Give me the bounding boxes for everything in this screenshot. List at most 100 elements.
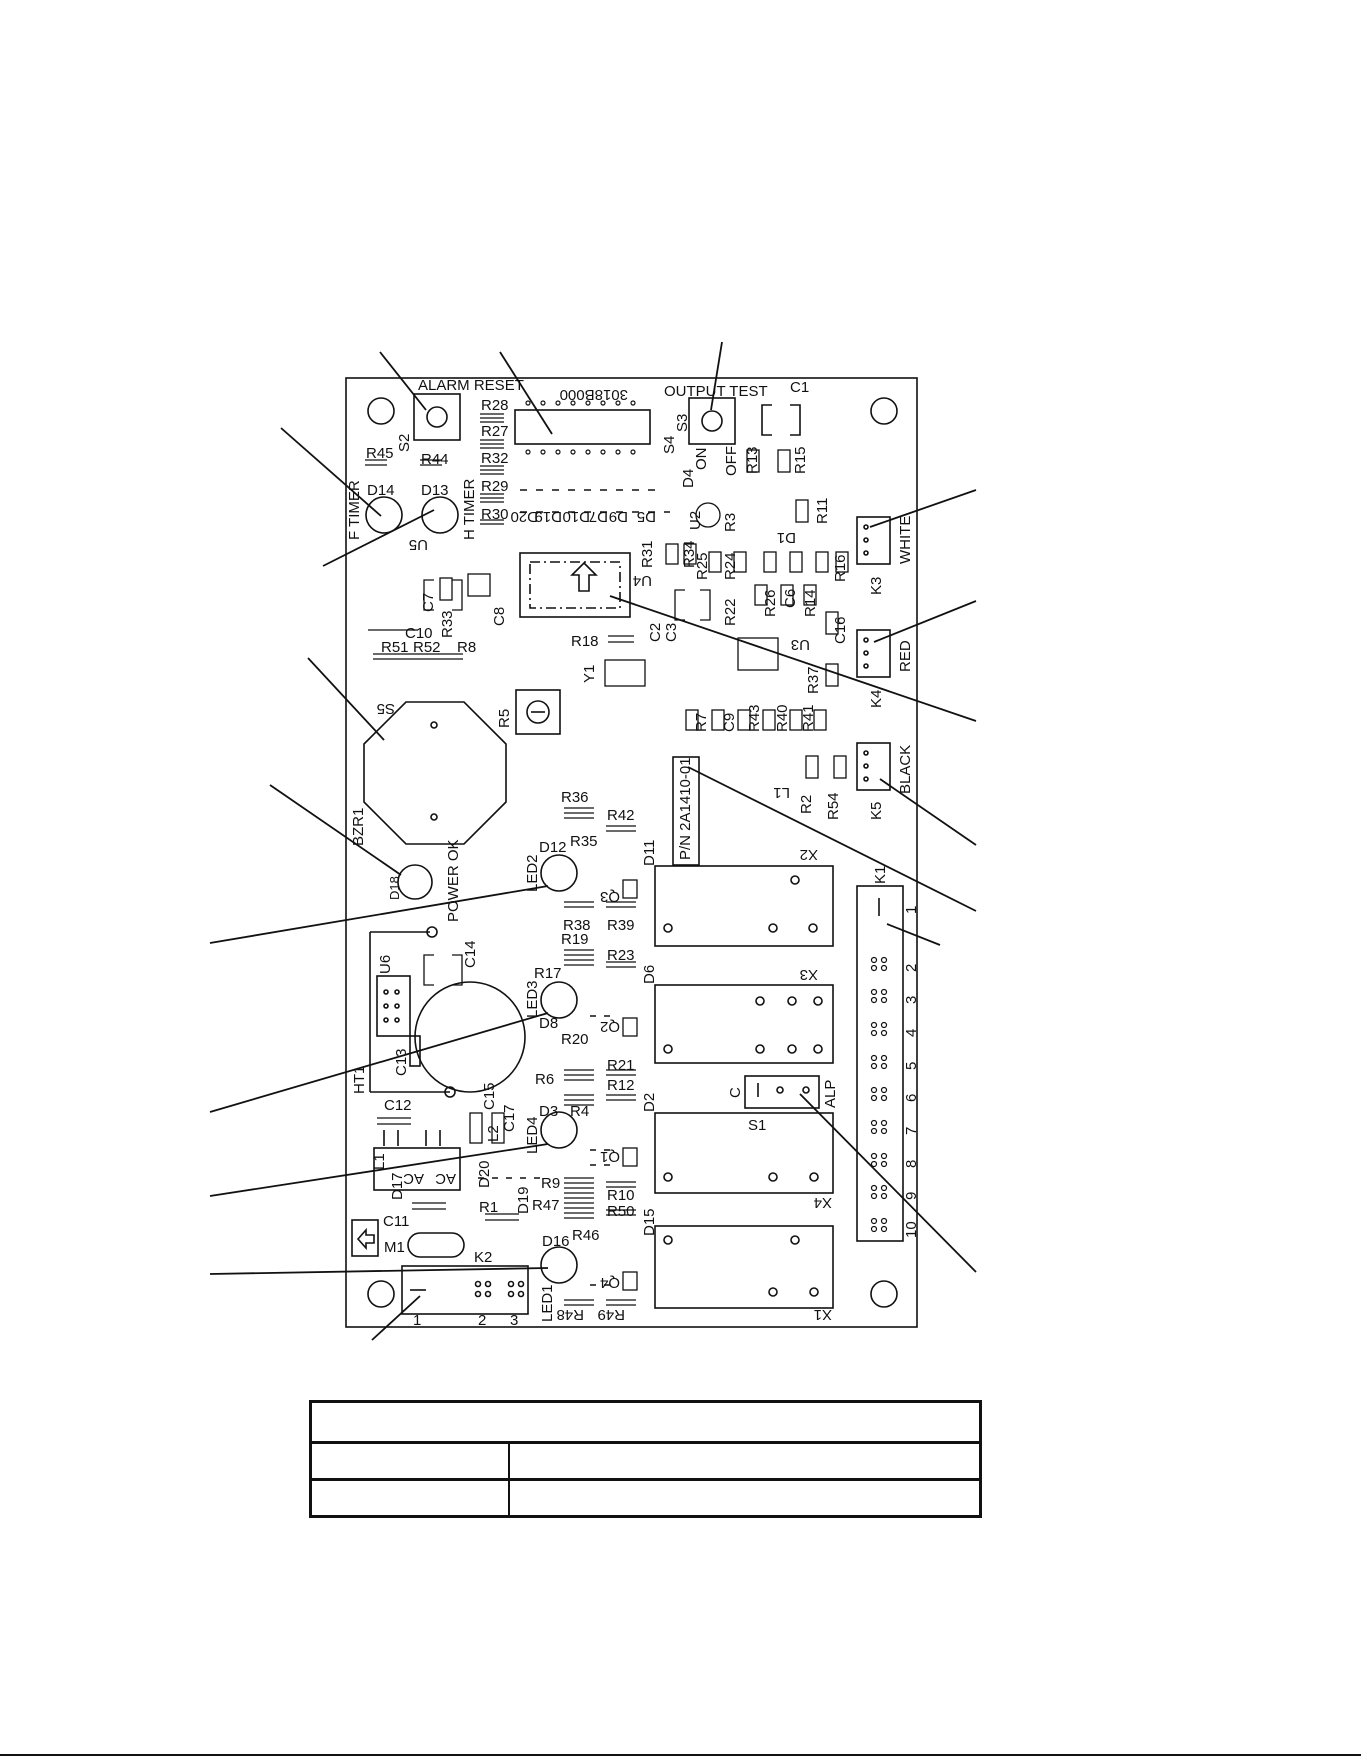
r22-label: R22 — [722, 598, 739, 626]
c-label: C — [727, 1087, 744, 1098]
l2-label: L2 — [485, 1125, 502, 1142]
legend-table-header — [312, 1403, 979, 1444]
r8-label: R8 — [457, 639, 477, 656]
power-ok-led — [397, 864, 433, 900]
d8-label: D8 — [539, 1015, 559, 1032]
output-test-switch — [688, 397, 736, 445]
board-code: 3018B000 — [559, 386, 628, 403]
switch-on-label: ON — [693, 447, 710, 471]
r32-label: R32 — [481, 450, 509, 467]
bzr1-label: BZR1 — [350, 807, 367, 846]
k1-label: K1 — [872, 865, 889, 884]
c15-label: C15 — [481, 1082, 498, 1110]
d5-label: D5 — [636, 508, 656, 525]
r27-label: R27 — [481, 423, 509, 440]
x1-label: X1 — [813, 1306, 832, 1323]
k1-pin: 4 — [903, 1028, 920, 1037]
c11-label: C11 — [383, 1213, 410, 1230]
switch-s1 — [744, 1075, 820, 1109]
c2-label: C2 — [647, 622, 664, 642]
r16-label: R16 — [832, 554, 849, 582]
r25-label: R25 — [694, 552, 711, 580]
r28-label: R28 — [481, 397, 509, 414]
r43-label: R43 — [746, 704, 763, 732]
k2-pin-2: 2 — [478, 1312, 487, 1329]
r24-label: R24 — [722, 552, 739, 580]
d9-label: D9 — [608, 508, 628, 525]
r13-label: R13 — [744, 446, 761, 474]
part-number-label: P/N 2A1410-01 — [677, 757, 694, 860]
c12-label: C12 — [384, 1097, 412, 1114]
r29-label: R29 — [481, 478, 509, 495]
r40-label: R40 — [774, 704, 791, 732]
r41-label: R41 — [800, 704, 817, 732]
d10-label: D10 — [562, 508, 590, 525]
k4-label: K4 — [868, 689, 885, 708]
c1-label: C1 — [790, 379, 810, 396]
k1-pin: 8 — [903, 1159, 920, 1168]
r18-label: R18 — [571, 633, 599, 650]
u5-label: U5 — [408, 536, 428, 553]
white-label: WHITE — [897, 515, 914, 564]
r1-label: R1 — [479, 1199, 499, 1216]
q4-label: Q4 — [599, 1274, 620, 1291]
diode-row — [520, 489, 670, 513]
c8-label: C8 — [491, 606, 508, 626]
d6-label: D6 — [641, 964, 658, 984]
c14-label: C14 — [462, 940, 479, 968]
k1-pin: 1 — [903, 905, 920, 914]
s4-label: S4 — [661, 435, 678, 454]
c16-label: C16 — [832, 616, 849, 644]
x3-label: X3 — [799, 966, 818, 983]
sensor-housing — [519, 552, 631, 618]
led4 — [540, 1111, 578, 1149]
alp-label: ALP — [822, 1079, 839, 1108]
arrow-marker — [351, 1219, 379, 1257]
relay-x1 — [654, 1225, 834, 1309]
r33-label: R33 — [439, 610, 456, 638]
r36-label: R36 — [561, 789, 589, 806]
potentiometer-r5 — [515, 689, 561, 735]
k1-pin: 9 — [903, 1191, 920, 1200]
connector-k4 — [856, 629, 891, 678]
k2-pin-1: 1 — [413, 1312, 422, 1329]
x4-label: X4 — [813, 1194, 832, 1211]
c13-label: C13 — [393, 1048, 410, 1076]
r5-label: R5 — [496, 708, 513, 728]
d18-label: D18 — [387, 876, 402, 900]
small-parts — [439, 449, 849, 779]
l1-label: L1 — [371, 1153, 388, 1170]
resistor-stack — [365, 413, 504, 525]
relay-x4 — [654, 1112, 834, 1194]
h-timer-label: H TIMER — [461, 478, 478, 540]
d20-label: D20 — [476, 1160, 493, 1188]
black-label: BLACK — [897, 744, 914, 794]
relay-x3 — [654, 984, 834, 1064]
led2 — [540, 854, 578, 892]
d14-label: D14 — [367, 482, 395, 499]
led1 — [540, 1246, 578, 1284]
capacitor-c1 — [761, 404, 801, 436]
r38-label: R38 — [563, 917, 591, 934]
d12-label: D12 — [539, 839, 567, 856]
d16-label: D16 — [542, 1233, 570, 1250]
connector-k3 — [856, 516, 891, 565]
k2-label: K2 — [474, 1249, 493, 1266]
r42-label: R42 — [607, 807, 635, 824]
c6-label: C6 — [782, 588, 799, 608]
buzzer-octagon — [363, 701, 507, 845]
connector-k2 — [401, 1265, 529, 1315]
c3-label: C3 — [663, 622, 680, 642]
f-timer-label: F TIMER — [346, 480, 363, 540]
r35-label: R35 — [570, 833, 598, 850]
c7-label: C7 — [420, 592, 437, 612]
d4-label: D4 — [680, 468, 697, 488]
x2-label: X2 — [799, 846, 818, 863]
resistor-stack — [368, 629, 634, 660]
q2-label: Q2 — [599, 1018, 620, 1035]
heater-terminal — [426, 926, 438, 938]
k1-pin: 10 — [903, 1221, 920, 1238]
alarm-reset-switch — [413, 393, 461, 441]
legend-table — [309, 1400, 982, 1518]
legend-table-divider — [508, 1444, 510, 1515]
